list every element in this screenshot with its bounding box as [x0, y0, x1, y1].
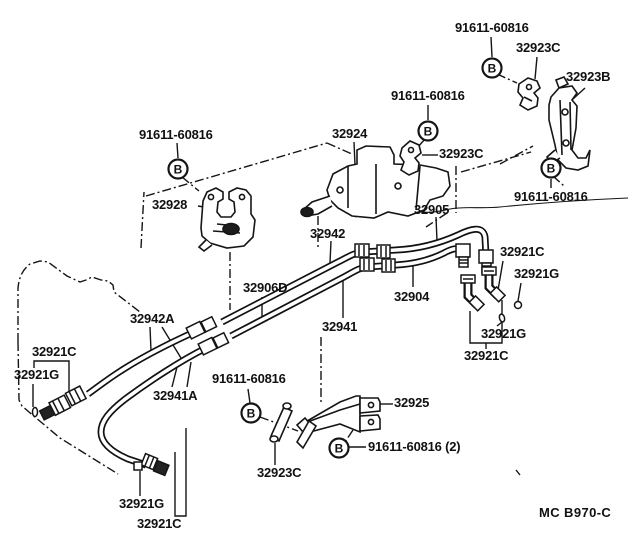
part-label-32921c-bottom[interactable]: 32921C: [137, 516, 182, 531]
part-label-32923b[interactable]: 32923B: [566, 69, 611, 84]
part-label-32921g-right-lower[interactable]: 32921G: [481, 326, 527, 341]
fastener-markers: B B B B B B: [167, 57, 562, 459]
fastener-b-top-right: B: [481, 57, 503, 79]
part-label-32921c-right-lower[interactable]: 32921C: [464, 348, 509, 363]
part-label-32941a[interactable]: 32941A: [153, 388, 198, 403]
part-label-32921g-left[interactable]: 32921G: [14, 367, 60, 382]
part-label-32942a[interactable]: 32942A: [130, 311, 175, 326]
fastener-b-upper-mid: B: [417, 120, 439, 142]
part-label-91611-60816-qty2[interactable]: 91611-60816 (2): [368, 439, 461, 454]
part-label-32906d[interactable]: 32906D: [243, 280, 288, 295]
part-label-32923c-mid[interactable]: 32923C: [439, 146, 484, 161]
fastener-b-letter: B: [174, 163, 183, 177]
fastener-b-left: B: [167, 158, 189, 180]
part-label-91611-60816-upper-mid[interactable]: 91611-60816: [391, 88, 465, 103]
part-label-32905[interactable]: 32905: [414, 202, 450, 217]
part-label-91611-60816-right[interactable]: 91611-60816: [514, 189, 588, 204]
part-label-91611-60816-top-right[interactable]: 91611-60816: [455, 20, 529, 35]
part-label-32921g-bottom[interactable]: 32921G: [119, 496, 165, 511]
part-label-32924[interactable]: 32924: [332, 126, 368, 141]
diagram-code: MC B970-C: [539, 505, 612, 520]
part-label-32923c-bottom[interactable]: 32923C: [257, 465, 302, 480]
fittings-and-unions: [31, 243, 523, 477]
part-label-32941[interactable]: 32941: [322, 319, 358, 334]
fastener-b-bottom-mid: B: [240, 402, 262, 424]
part-label-32904[interactable]: 32904: [394, 289, 430, 304]
hose-pair: [85, 329, 208, 469]
part-label-32928[interactable]: 32928: [152, 197, 188, 212]
fastener-b-letter: B: [547, 162, 556, 176]
part-label-32923c-top-right[interactable]: 32923C: [516, 40, 561, 55]
part-label-32921g-right-upper[interactable]: 32921G: [514, 266, 560, 281]
fastener-b-letter: B: [247, 407, 256, 421]
fastener-b-letter: B: [335, 442, 344, 456]
part-label-91611-60816-left[interactable]: 91611-60816: [139, 127, 213, 142]
fastener-b-letter: B: [488, 62, 497, 76]
part-label-32921c-right-upper[interactable]: 32921C: [500, 244, 545, 259]
fastener-b-right: B: [540, 157, 562, 179]
brackets-and-clamps: [197, 76, 591, 450]
part-label-32925[interactable]: 32925: [394, 395, 430, 410]
fastener-b-bottom-right: B: [328, 437, 350, 459]
fastener-b-letter: B: [424, 125, 433, 139]
part-label-32921c-left[interactable]: 32921C: [32, 344, 77, 359]
part-label-32942[interactable]: 32942: [310, 226, 346, 241]
part-label-91611-60816-bottom[interactable]: 91611-60816: [212, 371, 286, 386]
